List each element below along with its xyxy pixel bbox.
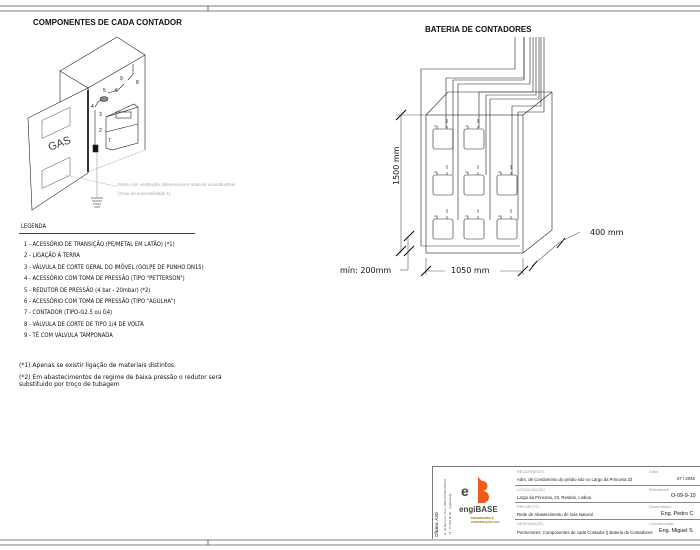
meter-battery-drawing	[395, 37, 581, 277]
logo-letter: e	[461, 483, 469, 499]
field-row-requerente: REQUERENTE Adm. de Condomínio do prédio …	[515, 467, 700, 486]
gas-meter	[496, 174, 518, 196]
field-label: REQUERENTE	[517, 469, 545, 474]
title-block: Oficina: A3D R. de Barroso, 15-A, 2800 A…	[432, 466, 700, 539]
legend-note-2-line1: (*2) Em abastecimentos de regime de baix…	[19, 374, 222, 381]
dimension-min-floor: mín: 200mm	[340, 266, 392, 275]
legend-item: 6 - ACESSÓRIO COM TOMA DE PRESSÃO (TIPO …	[24, 296, 176, 305]
logo-tagline-1: ENGENHARIA E	[471, 516, 494, 520]
gas-meter	[463, 174, 485, 196]
gas-meter	[432, 218, 454, 240]
meter-cabinet-drawing	[27, 36, 146, 211]
legend-note-2-line2: substituido por troço de tubagem	[19, 381, 120, 388]
callout-4: 4	[91, 104, 94, 110]
meter-valve	[465, 209, 479, 219]
legend-item: 7 - CONTADOR (TIPO-G2.5 ou G4)	[24, 308, 113, 317]
sheet-label: Oficina: A3D	[434, 511, 439, 537]
title-block-fields: REQUERENTE Adm. de Condomínio do prédio …	[515, 467, 700, 539]
meter-valve	[498, 165, 512, 175]
side-value: O-09-9-10	[671, 493, 696, 499]
callout-6: 6	[115, 88, 118, 94]
legend-item: 5 - REDUTOR DE PRESSÃO (4 bar - 20mbar) …	[24, 285, 151, 294]
field-value: Rede de Abastecimento de Gás Natural	[517, 512, 593, 517]
legend-list: 1 - ACESSÓRIO DE TRANSIÇÃO (PE/METAL EM …	[24, 240, 243, 343]
meter-valve	[465, 165, 479, 175]
gas-meter	[432, 128, 454, 150]
legend-item: 4 - ACESSÓRIO COM TOMA DE PRESSÃO (TIPO …	[24, 274, 185, 283]
legend-divider	[19, 233, 195, 234]
side-label: Coordenação:	[649, 521, 675, 526]
dimension-width: 1050 mm	[451, 266, 490, 275]
right-section-title: BATERIA DE CONTADORES	[425, 25, 532, 34]
legend-item: 1 - ACESSÓRIO DE TRANSIÇÃO (PE/METAL EM …	[24, 240, 175, 248]
gas-meter	[463, 128, 485, 150]
callout-3: 3	[99, 112, 102, 118]
door-note-line1: Porta com ventilação diferencial em mate…	[118, 182, 236, 187]
logo-tagline-2: CONSTRUÇÃO LDA	[471, 520, 500, 524]
gas-meter	[463, 218, 485, 240]
side-label: Data:	[649, 469, 659, 474]
company-phone: Tlf.: 21 000 00 00 · engibase@...	[448, 491, 452, 535]
side-value: Eng. Pedro C	[661, 511, 694, 517]
legend-item: 3 - VÁLVULA DE CORTE GERAL DO IMÓVEL (GO…	[24, 262, 204, 271]
company-logo: e engiBASE ENGENHARIA E CONSTRUÇÃO LDA	[457, 475, 512, 535]
gas-meter	[432, 174, 454, 196]
dimension-depth: 400 mm	[590, 228, 624, 237]
legend-note-1: (*1) Apenas se existir ligação de materi…	[19, 362, 176, 369]
side-label: Desenhador:	[649, 504, 672, 509]
dimension-height: 1500 mm	[392, 146, 401, 186]
side-value: 07 / 2046	[677, 476, 695, 481]
field-label: PROJECTO	[517, 504, 539, 509]
callout-7: 7	[108, 138, 111, 144]
left-section-title: COMPONENTES DE CADA CONTADOR	[33, 18, 182, 27]
logo-name: engiBASE	[459, 505, 498, 514]
field-row-designacao: DESIGNAÇÃO Pormenores: Componentes de ca…	[515, 519, 700, 539]
side-value: Eng. Miguel S	[659, 528, 693, 534]
field-row-localizacao: LOCALIZAÇÃO Largo da Princesa, 23, Reste…	[515, 485, 700, 503]
legend-item: 8 - VÁLVULA DE CORTE DE TIPO 1/4 DE VOLT…	[24, 319, 144, 328]
legend-title: LEGENDA	[21, 222, 47, 230]
gas-meter	[496, 218, 518, 240]
meter-valve	[434, 209, 448, 219]
legend-item: 9 - TÊ COM VÁLVULA TAMPONADA	[24, 331, 113, 340]
meter-valve	[498, 209, 512, 219]
side-label: Referência:	[649, 487, 670, 492]
company-address: R. de Barroso, 15-A, 2800 APORTUNHAS	[443, 478, 447, 535]
field-label: LOCALIZAÇÃO	[517, 487, 546, 492]
meter-valve	[434, 165, 448, 175]
legend-item: 2 - LIGAÇÃO À TERRA	[24, 251, 80, 260]
door-note-line2: (Grau de acessibilidade 1)	[118, 191, 171, 196]
callout-2: 2	[99, 128, 102, 134]
field-label: DESIGNAÇÃO	[517, 521, 544, 526]
field-value: Largo da Princesa, 23, Restelo, Lisboa	[517, 495, 592, 500]
callout-8: 8	[136, 80, 139, 86]
meter-valve	[465, 119, 479, 129]
callout-9: 9	[120, 76, 123, 82]
logo-b-mark	[478, 477, 489, 503]
meter-valve	[434, 119, 448, 129]
field-row-projecto: PROJECTO Rede de Abastecimento de Gás Na…	[515, 502, 700, 520]
callout-1: 1	[93, 145, 96, 151]
field-value: Pormenores: Componentes de cada Contador…	[517, 530, 653, 535]
field-value: Adm. de Condomínio do prédio sito no Lar…	[517, 477, 633, 482]
callout-5: 5	[103, 88, 106, 94]
